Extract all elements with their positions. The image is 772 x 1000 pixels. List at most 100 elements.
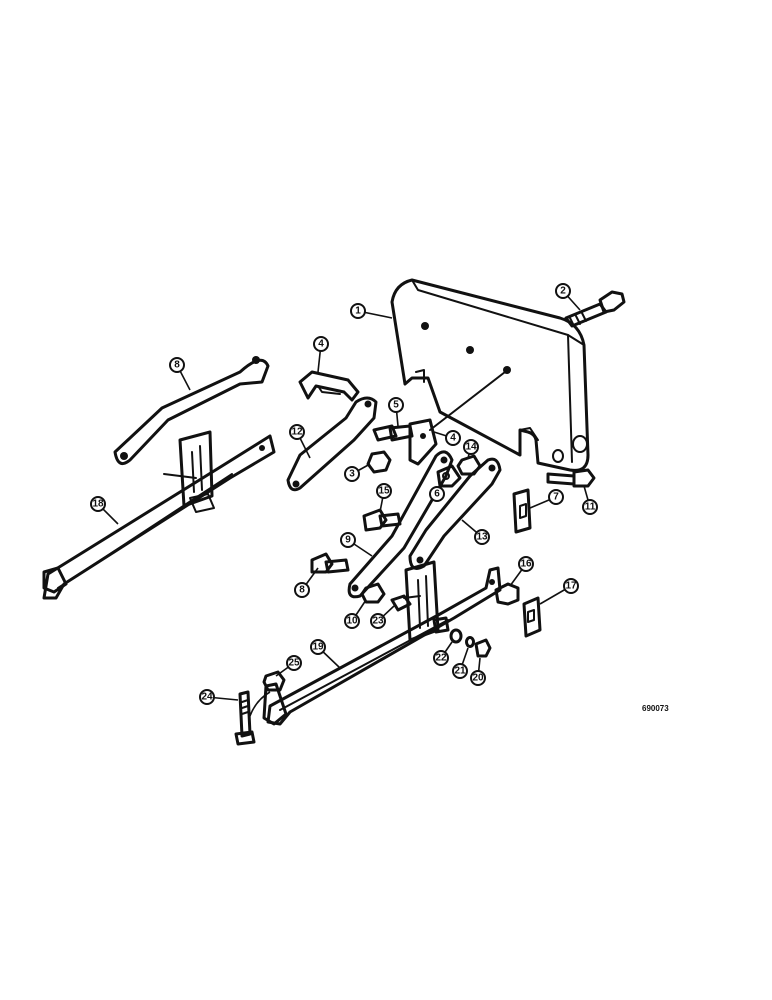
clamp-plate-lower xyxy=(522,596,542,638)
callout-circle xyxy=(548,489,564,505)
nut xyxy=(366,450,392,474)
callout-circle xyxy=(582,499,598,515)
callout-label: 8 xyxy=(174,360,180,371)
callout-label: 12 xyxy=(291,427,303,438)
nut-end xyxy=(474,638,492,658)
callout-label: 4 xyxy=(318,339,324,350)
callout-15: 15 xyxy=(376,483,392,513)
callout-4: 4 xyxy=(313,336,329,373)
callout-label: 5 xyxy=(393,400,399,411)
bolt-upper-mid xyxy=(362,508,402,532)
callout-circle xyxy=(90,496,106,512)
callout-14: 14 xyxy=(463,439,479,459)
callout-8: 8 xyxy=(169,357,191,391)
bolt-long xyxy=(564,290,626,328)
callout-circle xyxy=(313,336,329,352)
callout-5: 5 xyxy=(388,397,404,427)
callout-circle xyxy=(433,650,449,666)
callout-label: 10 xyxy=(346,616,358,627)
callout-circle xyxy=(289,424,305,440)
callout-16: 16 xyxy=(509,556,534,587)
callout-label: 23 xyxy=(372,616,384,627)
callout-4: 4 xyxy=(433,430,461,446)
callout-label: 1 xyxy=(355,306,361,317)
callout-18: 18 xyxy=(90,496,119,525)
sleeve xyxy=(494,582,520,606)
callout-label: 11 xyxy=(585,502,596,513)
bolt-short xyxy=(546,468,596,488)
pin-vertical xyxy=(234,690,256,746)
callout-1: 1 xyxy=(350,303,393,319)
callout-11: 11 xyxy=(582,485,598,515)
callout-label: 3 xyxy=(349,469,355,480)
callout-label: 7 xyxy=(553,492,559,503)
callout-label: 15 xyxy=(378,486,390,497)
strap-short xyxy=(286,396,378,492)
saddle-bracket xyxy=(298,370,360,402)
callout-7: 7 xyxy=(529,489,564,509)
callout-19: 19 xyxy=(310,639,341,669)
callout-label: 19 xyxy=(312,642,324,653)
drawbar-left xyxy=(42,430,276,600)
callout-23: 23 xyxy=(370,605,395,629)
callout-label: 24 xyxy=(201,692,213,703)
callout-circle xyxy=(470,670,486,686)
callout-label: 17 xyxy=(565,581,577,592)
callout-label: 20 xyxy=(472,673,484,684)
callout-circle xyxy=(310,639,326,655)
bolt-left-mid xyxy=(310,552,350,574)
callout-circle xyxy=(340,532,356,548)
callout-label: 4 xyxy=(450,433,456,444)
callout-circle xyxy=(286,655,302,671)
callout-22: 22 xyxy=(433,641,453,666)
drawbar-right xyxy=(262,560,502,726)
callout-9: 9 xyxy=(340,532,373,557)
callout-24: 24 xyxy=(199,689,239,705)
callout-2: 2 xyxy=(555,283,581,311)
callout-13: 13 xyxy=(461,519,490,545)
callout-circle xyxy=(429,486,445,502)
callout-label: 2 xyxy=(560,286,566,297)
callout-circle xyxy=(555,283,571,299)
callout-circle xyxy=(370,613,386,629)
callout-label: 16 xyxy=(520,559,532,570)
callout-circle xyxy=(474,529,490,545)
callout-circle xyxy=(445,430,461,446)
counterweight-block xyxy=(390,278,590,472)
callout-circle xyxy=(169,357,185,373)
nut-top-pin xyxy=(262,670,286,692)
callout-circle xyxy=(294,582,310,598)
callout-label: 18 xyxy=(92,499,104,510)
callout-circle xyxy=(563,578,579,594)
callout-circle xyxy=(376,483,392,499)
callout-17: 17 xyxy=(539,578,579,605)
callout-25: 25 xyxy=(275,655,302,677)
callout-20: 20 xyxy=(470,657,486,686)
clamp-plate xyxy=(512,488,532,534)
callout-circle xyxy=(344,466,360,482)
callout-10: 10 xyxy=(344,599,367,629)
callout-3: 3 xyxy=(344,463,371,482)
callout-circle xyxy=(518,556,534,572)
callout-circle xyxy=(344,613,360,629)
callout-21: 21 xyxy=(452,647,469,679)
nut-lower xyxy=(360,582,386,604)
callout-8: 8 xyxy=(294,567,319,598)
callout-label: 8 xyxy=(299,585,305,596)
callout-12: 12 xyxy=(289,424,311,459)
callout-circle xyxy=(388,397,404,413)
callout-label: 25 xyxy=(288,658,300,669)
bolt-with-spacer xyxy=(372,418,438,466)
callout-circle xyxy=(350,303,366,319)
figure-code: 690073 xyxy=(642,704,669,713)
callout-label: 9 xyxy=(345,535,351,546)
washer-flat xyxy=(449,628,463,644)
arm-long xyxy=(347,450,454,599)
callout-label: 21 xyxy=(454,666,466,677)
callout-circle xyxy=(199,689,215,705)
callout-label: 22 xyxy=(435,653,447,664)
callout-circle xyxy=(463,439,479,455)
